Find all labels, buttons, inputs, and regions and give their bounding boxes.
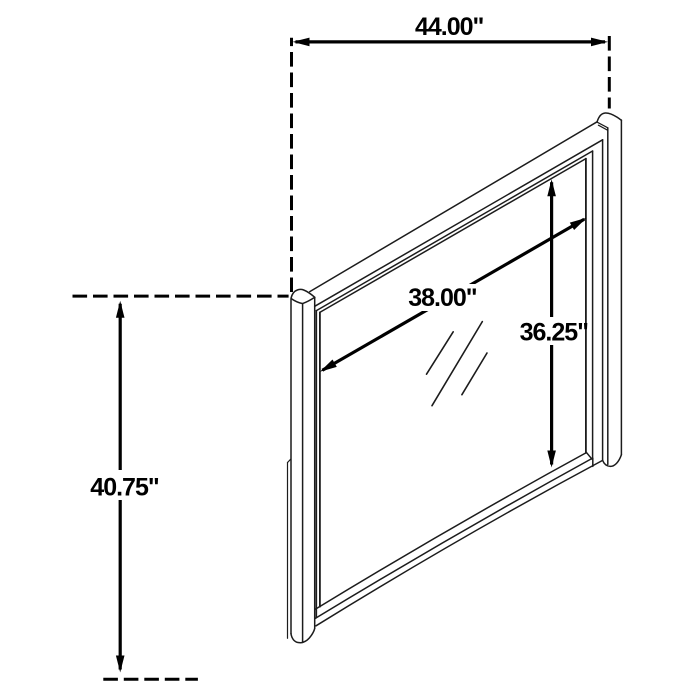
svg-text:38.00": 38.00" [408,284,477,312]
svg-text:36.25": 36.25" [520,319,589,347]
svg-text:44.00": 44.00" [415,13,484,41]
svg-text:40.75": 40.75" [90,474,159,502]
